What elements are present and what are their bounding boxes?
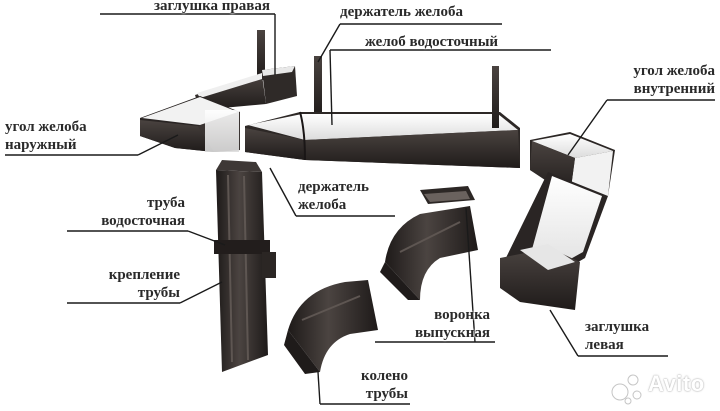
label-gutter-holder-top: держатель желоба [340,4,463,20]
label-outer-corner: угол желоба наружный [5,119,87,153]
label-pipe-bracket: крепление трубы [108,267,180,301]
end-cap-left-part [500,172,608,310]
downpipe-part [214,160,276,372]
leader-lines [5,13,715,405]
label-gutter: желоб водосточный [365,34,499,50]
label-funnel: воронка выпускная [414,307,490,341]
label-end-cap-left: заглушка левая [585,319,650,353]
label-elbow: колено трубы [361,368,408,402]
elbow-upper-part [380,206,478,300]
elbow-lower-part [284,280,378,374]
watermark-text: Avito [648,371,705,396]
avito-logo-icon [611,374,642,405]
label-end-cap-right: заглушка правая [153,0,270,14]
main-gutter-part [245,66,520,168]
funnel-part [420,186,475,204]
gutter-holder-top-part [314,56,322,118]
label-inner-corner: угол желоба внутренний [633,63,715,97]
label-downpipe: труба водосточная [101,195,185,229]
end-cap-right-part [195,30,297,110]
label-gutter-holder-mid: держатель желоба [298,179,369,213]
